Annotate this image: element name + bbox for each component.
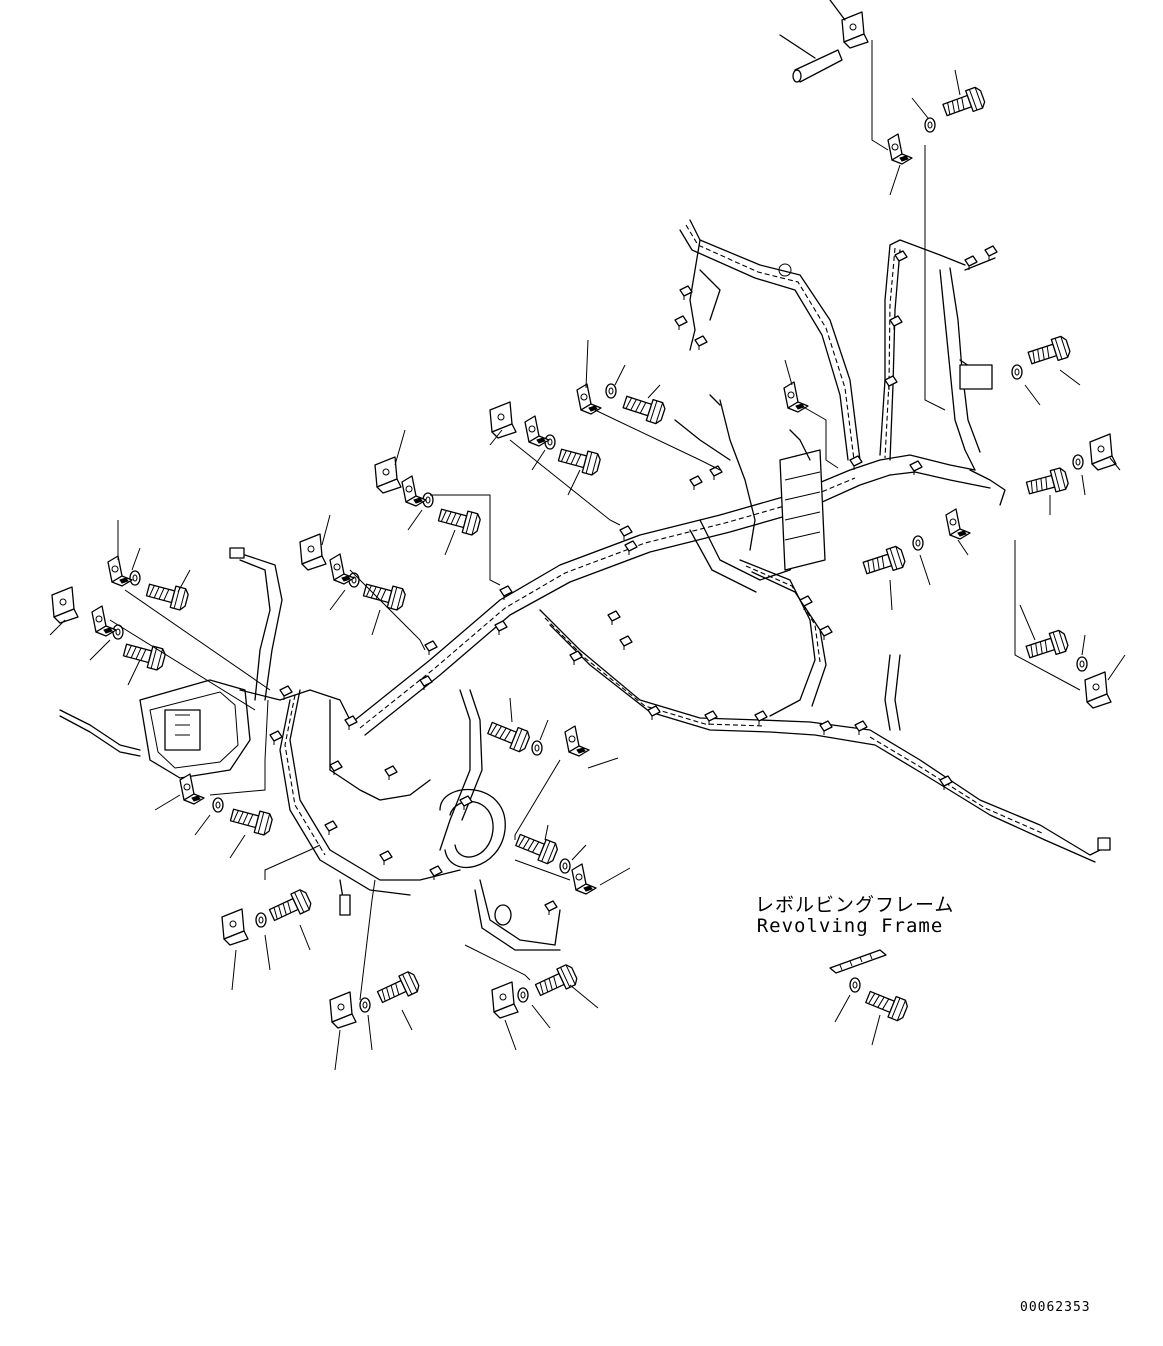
- harness-branch-upper: [679, 219, 861, 461]
- harness-branch-lower-loop: [329, 689, 561, 951]
- top-sleeve-assembly: [779, 0, 889, 151]
- harness-branch-right-vertical: [879, 239, 1006, 506]
- caption-japanese: レボルビングフレーム: [755, 894, 955, 916]
- connectors: [269, 245, 998, 916]
- left-control-module: [59, 547, 351, 779]
- junction-connector-block: [674, 394, 826, 571]
- caption-english: Revolving Frame: [756, 915, 944, 937]
- drawing-number: 00062353: [1020, 1300, 1091, 1315]
- main-harness-trunk: [279, 454, 991, 896]
- hardware-groups: [49, 69, 1126, 1071]
- harness-branch-right: [539, 609, 1111, 863]
